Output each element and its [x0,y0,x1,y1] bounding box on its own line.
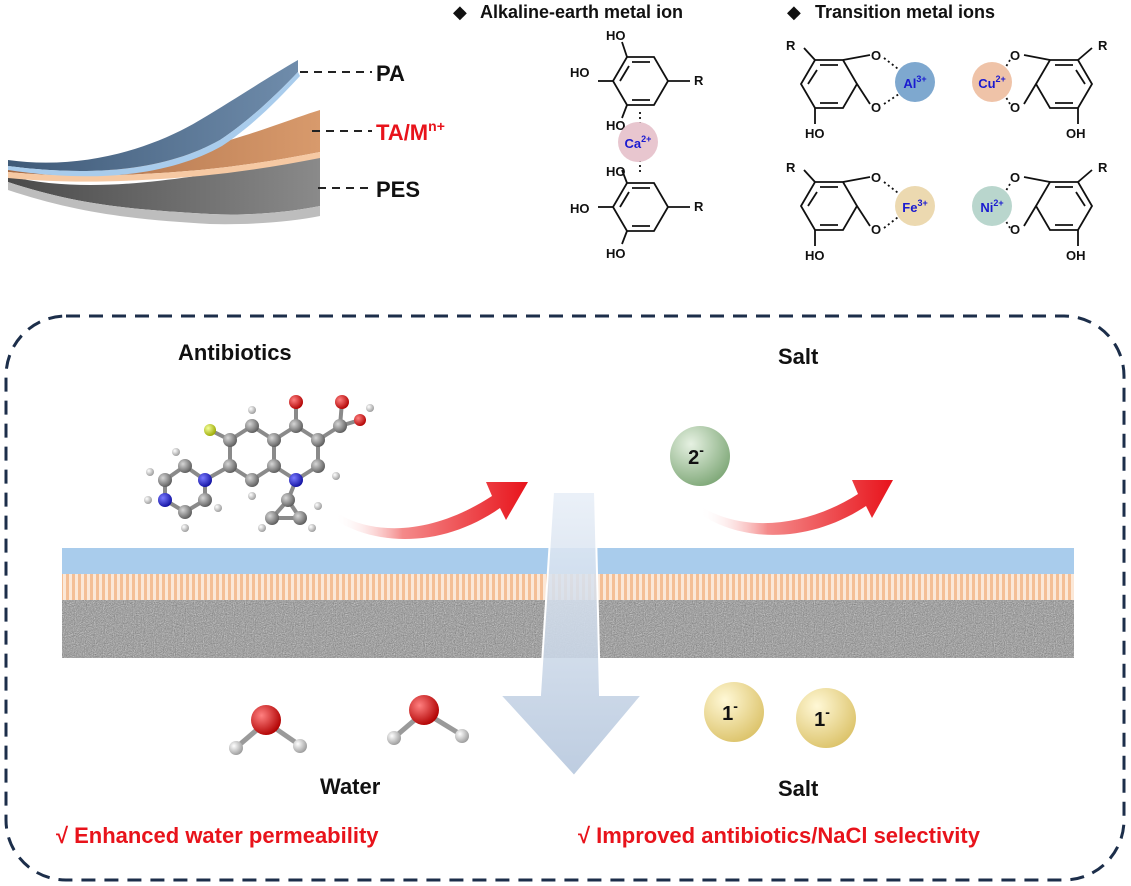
cu-ion: Cu2+ [972,62,1012,102]
cu-ion-sphere [972,62,1012,102]
water-molecule-icon [387,695,469,745]
transition-heading: Transition metal ions [815,2,995,22]
monovalent-ion-sign: - [733,698,738,714]
ni-ion: Ni2+ [972,186,1012,226]
svg-text:1-: 1- [722,698,738,725]
cu-ion-charge: 2+ [996,74,1006,84]
al-ion: Al3+ [895,62,935,102]
ca-ion-sphere [618,122,658,162]
process-panel-frame [4,314,1126,882]
alkaline-bullet-icon: ◆ [453,2,467,22]
ca-top-r-label: R [694,73,704,88]
monovalent-salt-ion: 1- [796,688,856,748]
fe-ho-label: HO [805,248,825,263]
pa-label: PA [376,61,405,86]
fe-o2-label: O [871,222,881,237]
fe-ion-sphere [895,186,935,226]
al-ho-label: HO [805,126,825,141]
membrane-layer-stack [8,60,320,225]
salt-top-label: Salt [778,344,819,369]
al-ion-symbol: Al [903,76,916,91]
transition-bullet-icon: ◆ [787,2,801,22]
salt-rejection-arrow [700,480,893,535]
ni-o1-label: O [1010,170,1020,185]
fe-ion: Fe3+ [895,186,935,226]
svg-text:Fe3+: Fe3+ [902,198,927,215]
water-label: Water [320,774,381,799]
ni-ion-symbol: Ni [980,200,993,215]
antibiotic-molecule-icon [144,395,374,532]
water-permeation-arrow [497,491,645,778]
ca-bot-ho2-label: HO [570,201,590,216]
ta-layer-shape [8,110,320,176]
fe-r-label: R [786,160,796,175]
ca-bot-r-label: R [694,199,704,214]
cu-oh-label: OH [1066,126,1086,141]
divalent-salt-ion: 2- [670,426,730,486]
fe-complex-structure [799,169,903,246]
cu-o2-label: O [1010,100,1020,115]
monovalent-salt-ion: 1- [704,682,764,742]
ni-oh-label: OH [1066,248,1086,263]
ca-bot-ho-label: HO [606,164,626,179]
ni-o2-label: O [1010,222,1020,237]
ca-ion-charge: 2+ [641,134,651,144]
divalent-ion-sphere [670,426,730,486]
water-molecule-icon [229,705,307,755]
fe-ion-charge: 3+ [917,198,927,208]
monovalent-ion-sphere [704,682,764,742]
cu-r-label: R [1098,38,1108,53]
antibiotics-label: Antibiotics [178,340,292,365]
ni-ion-charge: 2+ [993,198,1003,208]
monovalent-ion-sphere [796,688,856,748]
cu-o1-label: O [1010,48,1020,63]
antibiotic-rejection-arrow [335,482,528,540]
fe-o1-label: O [871,170,881,185]
salt-bottom-label: Salt [778,776,819,801]
svg-text:Ca2+: Ca2+ [625,134,652,151]
ca-top-ho-label: HO [606,28,626,43]
divalent-ion-number: 2 [688,447,699,469]
ca-complex-structure [598,41,690,245]
alkaline-heading: Alkaline-earth metal ion [480,2,683,22]
monovalent-ion-sign: - [825,704,830,720]
svg-text:Cu2+: Cu2+ [978,74,1006,91]
al-o1-label: O [871,48,881,63]
al-o2-label: O [871,100,881,115]
cu-complex-structure [1003,47,1094,124]
ca-top-ho2-label: HO [570,65,590,80]
divalent-ion-sign: - [699,442,704,458]
svg-text:1-: 1- [814,704,830,731]
ca-ion-symbol: Ca [625,136,642,151]
svg-text:Al3+: Al3+ [903,74,926,91]
cu-ion-symbol: Cu [978,76,995,91]
check-icon: √ [56,823,69,848]
improved-selectivity-text: √Improved antibiotics/NaCl selectivity [578,823,981,848]
ni-ion-sphere [972,186,1012,226]
al-ion-charge: 3+ [916,74,926,84]
ni-complex-structure [1003,169,1094,246]
enhanced-permeability-text: √Enhanced water permeability [56,823,379,848]
al-r-label: R [786,38,796,53]
pa-layer-shape [8,60,298,171]
monovalent-ion-number: 1 [722,703,733,725]
pes-label: PES [376,177,420,202]
ca-top-ho3-label: HO [606,118,626,133]
ni-r-label: R [1098,160,1108,175]
check-icon: √ [578,823,591,848]
svg-text:Ni2+: Ni2+ [980,198,1003,215]
svg-text:2-: 2- [688,442,704,469]
al-ion-sphere [895,62,935,102]
ca-bot-ho3-label: HO [606,246,626,261]
fe-ion-symbol: Fe [902,200,917,215]
monovalent-ion-number: 1 [814,709,825,731]
ca-ion: Ca2+ [618,122,658,162]
al-complex-structure [799,47,903,124]
ta-label: TA/Mn+ [376,118,445,145]
